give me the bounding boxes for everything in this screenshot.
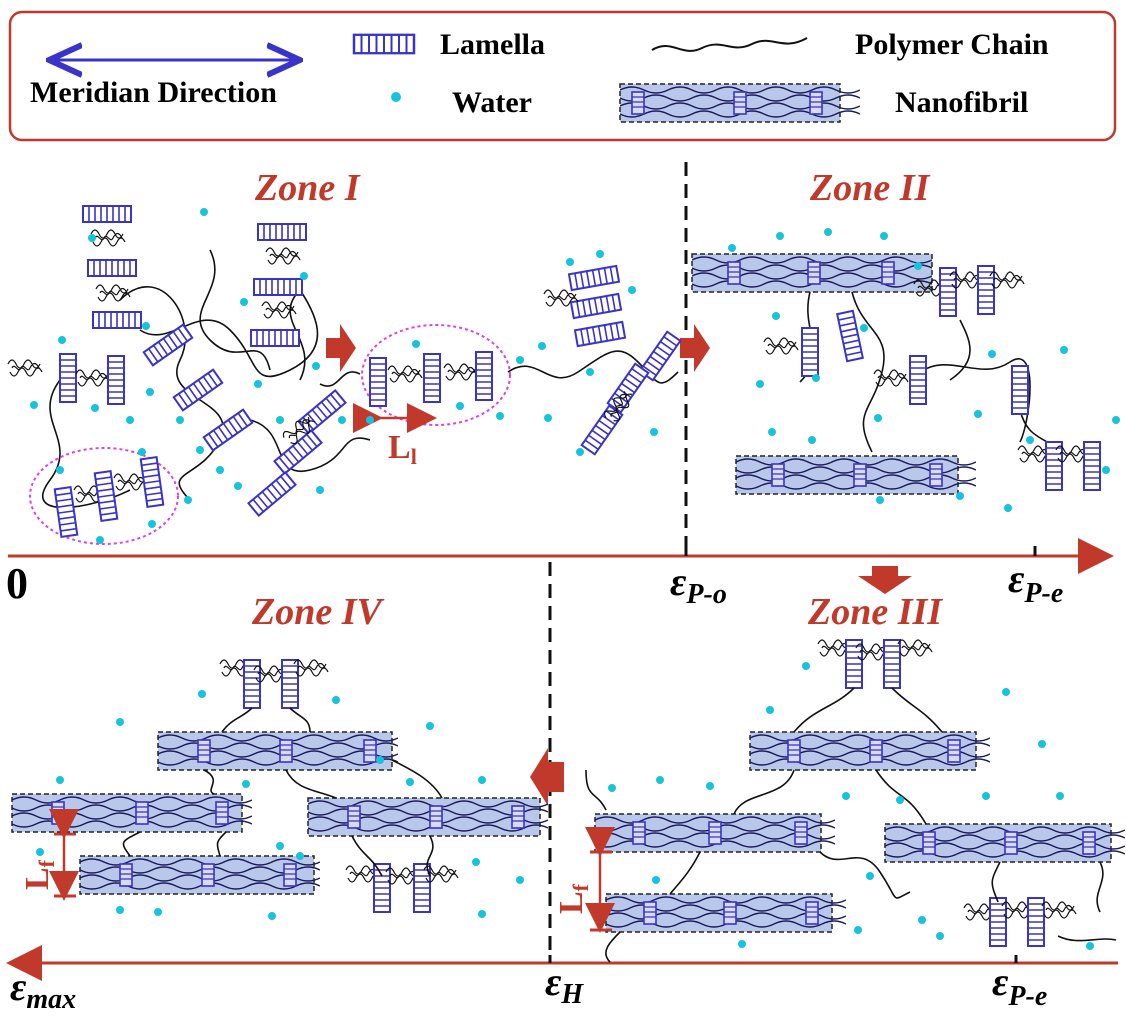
zone-3-illustration: Lf: [553, 639, 1125, 963]
legend-water-label: Water: [452, 86, 532, 119]
zone-1-title: Zone I: [254, 167, 361, 209]
zone-1-group-circle: [29, 447, 179, 545]
zone-4-illustration: Lf: [11, 659, 548, 920]
epsilon-h-label: εH: [545, 959, 584, 1010]
nanofibril: [157, 731, 398, 771]
zone-4-title: Zone IV: [251, 591, 385, 633]
nanofibril: [691, 253, 933, 293]
epsilon-p-e-top-label: εP-e: [1008, 556, 1063, 609]
nanofibril: [605, 893, 846, 933]
zone-1-illustration: Ll: [7, 205, 682, 545]
polymer-chain-legend-icon: [651, 37, 808, 52]
epsilon-p-o-label: εP-o: [670, 559, 727, 610]
legend-nanofibril-label: Nanofibril: [895, 86, 1028, 119]
nanofibril: [735, 455, 976, 495]
zone-3-title: Zone III: [807, 591, 943, 633]
nanofibril: [884, 823, 1125, 863]
zone-2-illustration: [691, 228, 1120, 512]
legend: Meridian Direction Lamella Water Polymer…: [8, 10, 1117, 142]
nanofibril: [749, 731, 990, 771]
lf-length-label-zone-4: Lf: [19, 859, 59, 890]
lamella-legend-icon: [352, 33, 416, 55]
legend-meridian-label: Meridian Direction: [30, 76, 277, 109]
legend-polymer-chain-label: Polymer Chain: [855, 28, 1049, 61]
lf-length-label-zone-3: Lf: [553, 883, 593, 914]
arrow-zone-1-step-icon: [326, 324, 356, 372]
arrow-zone-2-to-3-icon: [858, 566, 912, 594]
legend-lamella-label: Lamella: [440, 28, 545, 61]
zone-2-title: Zone II: [809, 167, 931, 209]
ll-length-label: Ll: [388, 429, 417, 469]
nanofibril: [79, 855, 320, 895]
arrow-zone-3-to-4-icon: [530, 748, 564, 806]
epsilon-max-label: εmax: [10, 964, 76, 1015]
nanofibril: [594, 813, 835, 853]
axis-origin-label: 0: [6, 559, 28, 608]
nanofibril: [307, 797, 548, 837]
arrow-zone-1-to-2-icon: [680, 324, 710, 372]
epsilon-p-e-bottom-label: εP-e: [992, 959, 1047, 1012]
nanofibril: [11, 793, 252, 833]
water-legend-icon: [391, 92, 401, 102]
nanofibril-legend-icon: [619, 83, 860, 123]
